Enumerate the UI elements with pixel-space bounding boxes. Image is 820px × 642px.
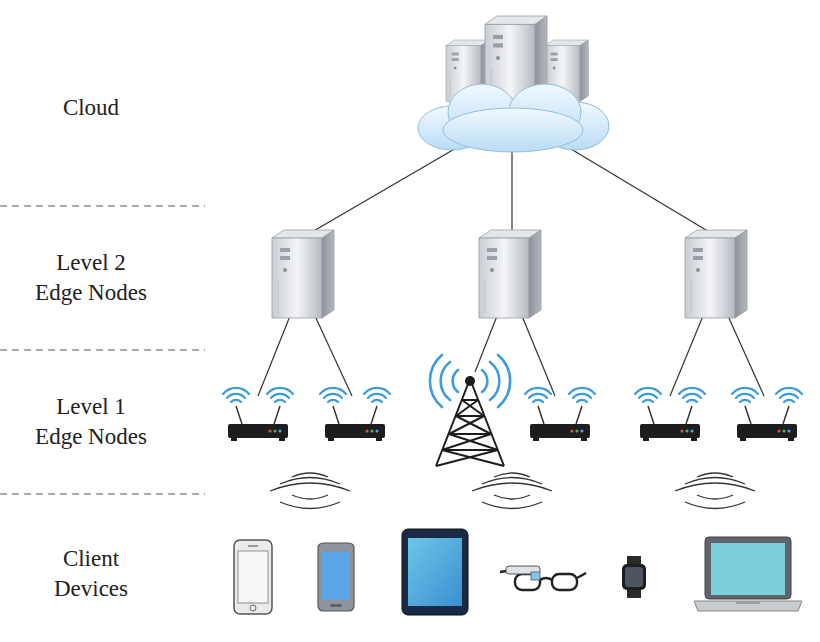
level-label: Level 2 Edge Nodes (31, 248, 151, 308)
level-label: Cloud (31, 93, 151, 123)
level-label: Client Devices (31, 544, 151, 604)
level-label: Level 1 Edge Nodes (31, 392, 151, 452)
